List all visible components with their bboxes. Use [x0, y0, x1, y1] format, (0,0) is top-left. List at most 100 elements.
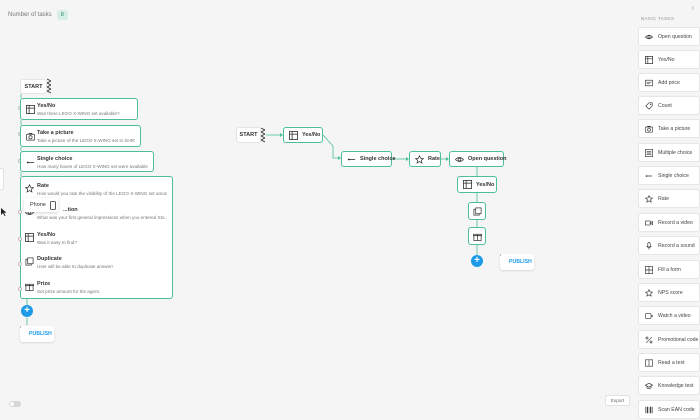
node-label: Yes/No: [302, 132, 321, 138]
group-row-yes-no[interactable]: Yes/No Was it easy to find?: [21, 231, 172, 246]
add-task-button[interactable]: +: [471, 255, 483, 267]
palette-watch-video[interactable]: Watch a video: [638, 306, 700, 325]
group-row-duplicate[interactable]: Duplicate User will be able to duplicate…: [21, 255, 172, 270]
publish-button[interactable]: PUBLISH: [500, 254, 534, 270]
phone-label: Phone: [30, 202, 46, 208]
connector-dot[interactable]: [18, 262, 22, 266]
card-subtitle: How many boxes of LEGO X-WING set were a…: [37, 164, 148, 169]
left-start-connector-handle[interactable]: [47, 78, 51, 94]
palette-read-text[interactable]: Read a text: [638, 353, 700, 372]
row-title: Duplicate: [37, 256, 62, 262]
row-subtitle: User will be able to duplicate answer!: [37, 264, 113, 269]
palette-record-sound[interactable]: Record a sound: [638, 236, 700, 255]
device-tooltip: Phone: [24, 198, 58, 212]
palette-promotional-code[interactable]: Promotional code: [638, 330, 700, 349]
collapse-chevron-icon[interactable]: ›: [691, 5, 694, 12]
palette-count[interactable]: Count: [638, 96, 700, 115]
palette-nps-score[interactable]: NPS score: [638, 283, 700, 302]
card-title: Single choice: [37, 156, 73, 162]
node-single-choice[interactable]: Single choice: [341, 151, 396, 167]
connector-dot[interactable]: [18, 210, 22, 214]
palette-knowledge-test[interactable]: Knowledge test: [638, 376, 700, 395]
palette-yes-no[interactable]: Yes/No: [638, 50, 700, 69]
graduation-icon: [645, 382, 653, 390]
palette-label: Record a video: [658, 219, 693, 226]
node-label: Rate: [428, 156, 440, 162]
palette-multiple-choice[interactable]: Multiple choice: [638, 143, 700, 162]
start-node[interactable]: START: [236, 127, 261, 143]
palette-fill-form[interactable]: Fill a form: [638, 260, 700, 279]
palette-label: Knowledge test: [658, 382, 694, 389]
grid-icon: [645, 55, 653, 64]
connector-dot[interactable]: [18, 287, 22, 291]
palette-scan-ean[interactable]: Scan EAN code: [638, 400, 700, 419]
eye-icon: [455, 155, 464, 164]
grid-icon: [289, 130, 298, 140]
start-connector-handle[interactable]: [261, 127, 265, 143]
palette-label: Read a text: [658, 359, 685, 366]
video-icon: [645, 219, 653, 227]
left-add-task-button[interactable]: +: [21, 305, 33, 317]
card-yes-no[interactable]: Yes/No Was there LEGO X-WING set availab…: [20, 98, 138, 120]
export-label: Export: [610, 398, 625, 403]
node-prize[interactable]: [468, 227, 486, 245]
view-toggle[interactable]: [9, 401, 21, 407]
palette-label: Take a picture: [658, 125, 691, 132]
node-yes-no[interactable]: Yes/No: [283, 127, 323, 143]
palette-rate[interactable]: Rate: [638, 189, 700, 208]
barcode-icon: [645, 406, 653, 414]
palette-label: Scan EAN code: [658, 406, 695, 413]
left-start-node[interactable]: START: [20, 79, 47, 94]
connector-dot[interactable]: [18, 237, 22, 241]
export-button[interactable]: Export: [605, 395, 630, 406]
node-label: Open question: [468, 156, 507, 162]
duplicate-icon: [473, 207, 482, 216]
form-icon: [645, 265, 653, 274]
palette-take-picture[interactable]: Take a picture: [638, 119, 700, 138]
card-subtitle: Was there LEGO X-WING set available?: [37, 111, 120, 116]
percent-icon: [645, 336, 653, 344]
price-icon: [645, 79, 653, 87]
palette-open-question[interactable]: Open question: [638, 27, 700, 46]
canvas-edge-handle[interactable]: [0, 168, 4, 190]
palette-label: Fill a form: [658, 266, 681, 273]
single-choice-icon: [26, 158, 35, 167]
camera-icon: [26, 132, 35, 141]
star-icon: [415, 154, 424, 164]
grid-icon: [26, 105, 35, 114]
task-count: Number of tasks 8: [8, 10, 68, 20]
palette-add-price[interactable]: Add price: [638, 73, 700, 92]
publish-label: PUBLISH: [509, 259, 532, 265]
single-choice-icon: [645, 172, 653, 180]
node-yes-no-2[interactable]: Yes/No: [457, 176, 497, 193]
palette-record-video[interactable]: Record a video: [638, 213, 700, 232]
row-subtitle: How would you rate the visibility of the…: [37, 191, 167, 196]
prize-icon: [472, 232, 482, 241]
palette-heading: BASIC TASKS: [641, 17, 675, 22]
play-icon: [645, 312, 653, 320]
prize-icon: [25, 282, 34, 291]
node-duplicate[interactable]: [468, 202, 486, 220]
eye-icon: [645, 33, 653, 41]
group-row-rate[interactable]: Rate How would you rate the visibility o…: [21, 182, 172, 197]
node-label: Single choice: [360, 156, 396, 162]
start-label: START: [24, 83, 43, 90]
nps-icon: [645, 288, 653, 297]
node-open-question[interactable]: Open question: [449, 151, 507, 167]
grid-icon: [25, 233, 34, 242]
node-label: Yes/No: [476, 181, 495, 188]
multiple-choice-icon: [645, 148, 653, 157]
card-single-choice[interactable]: Single choice How many boxes of LEGO X-W…: [20, 151, 154, 172]
card-take-picture[interactable]: Take a picture Take a picture of the LEG…: [20, 125, 141, 147]
palette-label: Add price: [658, 79, 680, 86]
node-rate[interactable]: Rate: [409, 151, 441, 167]
palette-single-choice[interactable]: Single choice: [638, 166, 700, 185]
row-subtitle: What was your first general impressions …: [37, 215, 167, 220]
task-count-label: Number of tasks: [8, 12, 52, 18]
task-group[interactable]: Rate How would you rate the visibility o…: [20, 176, 173, 299]
phone-icon: [50, 200, 56, 210]
palette-label: Count: [658, 102, 672, 109]
task-palette: › BASIC TASKS Open question Yes/No Add p…: [634, 0, 700, 420]
group-row-prize[interactable]: Prize Set prize amount for the agent.: [21, 280, 172, 295]
left-publish-button[interactable]: PUBLISH: [20, 326, 54, 342]
